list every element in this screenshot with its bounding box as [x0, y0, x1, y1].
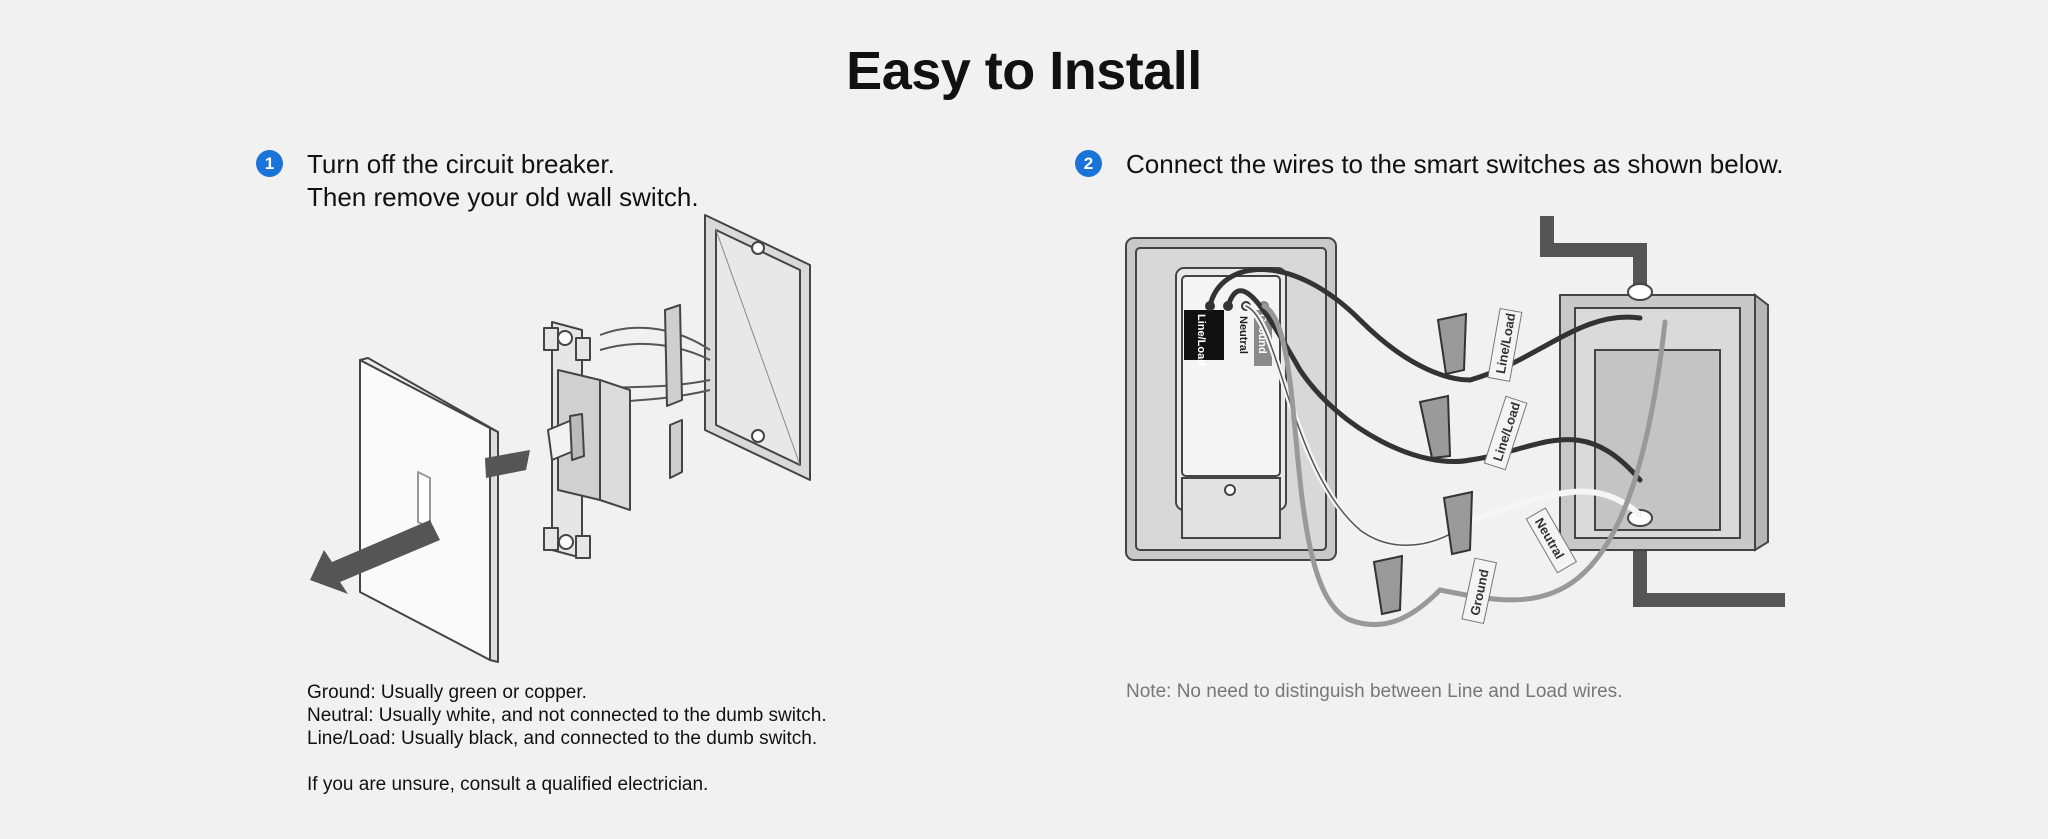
- step-1-line-2: Then remove your old wall switch.: [307, 182, 699, 212]
- line-load-terminal-label: [1184, 310, 1224, 360]
- supply-cable: [1540, 216, 1647, 290]
- note-neutral-term: Neutral: [307, 705, 369, 726]
- ground-wire: [1261, 303, 1443, 627]
- wall-box: [704, 214, 811, 481]
- step-1-text: Turn off the circuit breaker. Then remov…: [307, 148, 699, 214]
- remove-switch-illustration: [310, 214, 811, 663]
- note-line-load: Line/Load: Usually black, and connected …: [307, 727, 827, 750]
- note-ground-term: Ground: [307, 682, 371, 703]
- note-line-load-term: Line/Load: [307, 728, 391, 749]
- neutral-wire-box: [1467, 488, 1643, 523]
- electrician-advice: If you are unsure, consult a qualified e…: [307, 774, 709, 795]
- step-2: 2 Connect the wires to the smart switche…: [1075, 148, 1784, 181]
- wire-notes: Ground: Usually green or copper. Neutral…: [307, 681, 827, 796]
- step-2-badge: 2: [1075, 150, 1102, 177]
- note-ground-desc: : Usually green or copper.: [370, 682, 587, 703]
- step-1: 1 Turn off the circuit breaker. Then rem…: [256, 148, 699, 214]
- note-line-load-desc: : Usually black, and connected to the du…: [390, 728, 818, 749]
- neutral-terminal-text: Neutral: [1237, 316, 1249, 354]
- old-wall-switch: [543, 321, 631, 559]
- note-neutral: Neutral: Usually white, and not connecte…: [307, 704, 827, 727]
- step-2-line-1: Connect the wires to the smart switches …: [1126, 149, 1784, 179]
- arrow-icon: [310, 520, 440, 594]
- old-wall-plate: [359, 357, 499, 663]
- note-ground: Ground: Usually green or copper.: [307, 681, 827, 704]
- wiring-note: Note: No need to distinguish between Lin…: [1126, 681, 1623, 702]
- line-load-wire-1: [1207, 267, 1473, 383]
- line-load-terminal-text: Line/Load: [1195, 314, 1207, 366]
- wire-strap-upper: [664, 304, 683, 407]
- wire-strap-lower: [669, 419, 683, 479]
- wire-nut-icon: [1372, 312, 1474, 616]
- step-1-badge: 1: [256, 150, 283, 177]
- step-2-text: Connect the wires to the smart switches …: [1126, 148, 1784, 181]
- junction-box: [1559, 283, 1769, 552]
- step-1-line-1: Turn off the circuit breaker.: [307, 149, 615, 179]
- note-neutral-desc: : Usually white, and not connected to th…: [368, 705, 827, 726]
- wiring-illustration: Line/Load Neutral Ground Line/Load: [1125, 216, 1785, 627]
- neutral-wire-outline: [1245, 305, 1471, 546]
- page-title: Easy to Install: [846, 41, 1202, 101]
- arrow-icon: [485, 450, 530, 478]
- line-load-wire-2: [1225, 288, 1473, 464]
